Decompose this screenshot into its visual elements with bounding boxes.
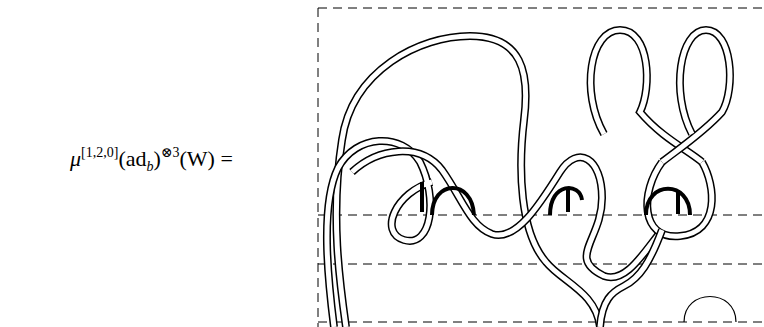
subscript: b	[146, 159, 153, 174]
superscript: ⊗3	[161, 145, 180, 160]
formula-label: μ[1,2,0](adb)⊗3(W) =	[70, 146, 233, 174]
superscript: [1,2,0]	[81, 145, 118, 160]
math-text: )	[153, 146, 160, 171]
math-text: (W) =	[180, 146, 233, 171]
math-text: (ad	[118, 146, 146, 171]
math-symbol: μ	[70, 146, 81, 171]
